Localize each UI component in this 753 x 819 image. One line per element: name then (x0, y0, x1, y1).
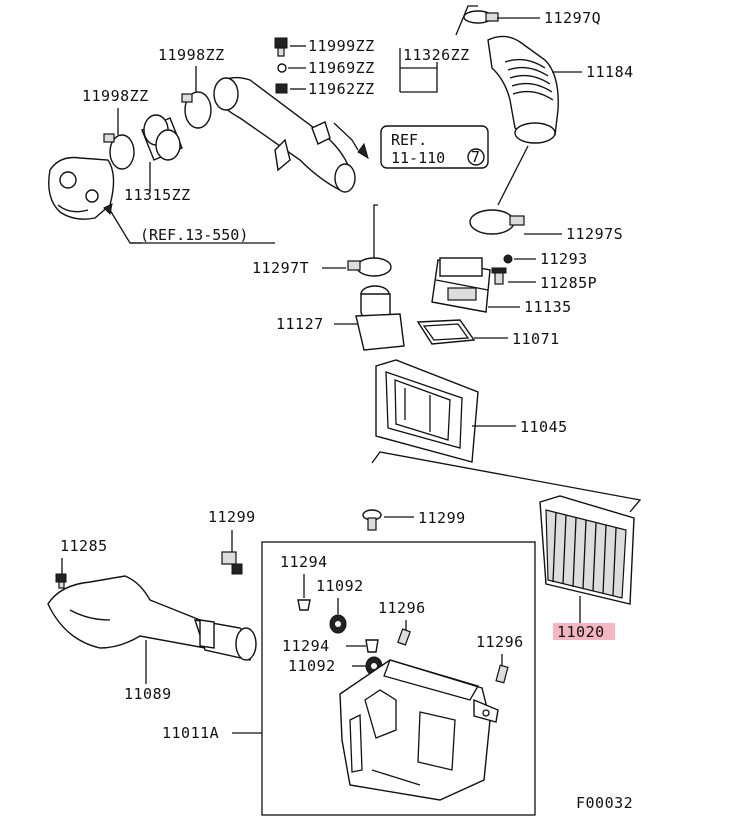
clip-11294-top (297, 599, 311, 611)
clamp-11297T (347, 257, 392, 277)
leader-11326ZZ-bracket (400, 67, 438, 93)
label-11999ZZ[interactable]: 11999ZZ (308, 37, 375, 55)
label-11127[interactable]: 11127 (276, 315, 324, 333)
leader-11297Q-bracket (455, 5, 478, 36)
washer-11969ZZ (277, 63, 287, 73)
label-11297T[interactable]: 11297T (252, 259, 309, 277)
label-11969ZZ[interactable]: 11969ZZ (308, 59, 375, 77)
label-11089[interactable]: 11089 (124, 685, 172, 703)
label-11092-top[interactable]: 11092 (316, 577, 364, 595)
case-group-box (261, 541, 536, 816)
label-11092-bottom[interactable]: 11092 (288, 657, 336, 675)
label-11135[interactable]: 11135 (524, 298, 572, 316)
airflow-sensor-11135 (431, 257, 491, 313)
nut-11293 (503, 254, 513, 264)
bolt-11999ZZ (274, 37, 288, 57)
label-11294-bottom[interactable]: 11294 (282, 637, 330, 655)
label-11299-left[interactable]: 11299 (208, 508, 256, 526)
label-11297Q[interactable]: 11297Q (544, 9, 601, 27)
bolt-11285 (55, 573, 67, 589)
label-11020[interactable]: 11020 (557, 623, 605, 641)
label-11293[interactable]: 11293 (540, 250, 588, 268)
leader-duct-to-11297T (373, 204, 378, 258)
ref-13-550[interactable]: (REF.13-550) (140, 226, 248, 244)
bolt-11296-mid (397, 628, 411, 646)
label-11299-right[interactable]: 11299 (418, 509, 466, 527)
clip-11294-bottom (365, 639, 379, 653)
hose-11184 (487, 35, 559, 144)
label-11071[interactable]: 11071 (512, 330, 560, 348)
filter-element-11020 (539, 495, 635, 605)
label-11184[interactable]: 11184 (586, 63, 634, 81)
label-11998ZZ-left[interactable]: 11998ZZ (82, 87, 149, 105)
figure-code: F00032 (576, 794, 633, 812)
label-11297S[interactable]: 11297S (566, 225, 623, 243)
bolt-11285P (491, 267, 507, 285)
label-11326ZZ[interactable]: 11326ZZ (403, 46, 470, 64)
nut-11962ZZ (275, 83, 288, 94)
arrow-ref-11-110 (357, 142, 369, 160)
label-11045[interactable]: 11045 (520, 418, 568, 436)
ref-circle (467, 148, 485, 166)
label-11011A[interactable]: 11011A (162, 724, 219, 742)
throttle-body (48, 156, 115, 220)
intake-duct (213, 76, 356, 193)
label-11998ZZ-top[interactable]: 11998ZZ (158, 46, 225, 64)
air-cleaner-case-11011A (339, 659, 499, 801)
arrow-ref-13-550 (103, 203, 113, 216)
leader-ref-13-550 (109, 209, 142, 244)
label-11962ZZ[interactable]: 11962ZZ (308, 80, 375, 98)
highlight-11020 (553, 623, 615, 640)
inlet-duct-11089 (47, 575, 257, 661)
ref-circle-number: 7 (471, 148, 480, 166)
ref-box-11-110[interactable]: REF. 11-110 7 (380, 125, 489, 169)
bolt-11299-left (221, 551, 243, 575)
leader-hose-to-clamp (497, 145, 529, 206)
label-11315ZZ[interactable]: 11315ZZ (124, 186, 191, 204)
ref-11-110-line2: 11-110 (391, 149, 445, 167)
ref-11-110-line1: REF. (391, 131, 427, 149)
bolt-11296-right (495, 664, 509, 684)
air-cleaner-cover-11045 (375, 359, 479, 463)
clamp-11297S (469, 209, 525, 235)
coupling-11315ZZ (141, 114, 183, 161)
label-11296-mid[interactable]: 11296 (378, 599, 426, 617)
label-11285P[interactable]: 11285P (540, 274, 597, 292)
gasket-11071 (416, 319, 476, 345)
clamp-11998ZZ-left (103, 133, 135, 170)
bolt-11299-right (362, 509, 382, 531)
leader-duct-ref (333, 122, 359, 151)
label-11285[interactable]: 11285 (60, 537, 108, 555)
leader-cover-to-element (371, 451, 642, 513)
clamp-11297Q (463, 10, 499, 24)
clamp-11998ZZ-top (181, 91, 212, 129)
resonator-11127 (355, 285, 405, 351)
label-11296-right[interactable]: 11296 (476, 633, 524, 651)
grommet-11092-top (329, 614, 347, 634)
label-11294-top[interactable]: 11294 (280, 553, 328, 571)
